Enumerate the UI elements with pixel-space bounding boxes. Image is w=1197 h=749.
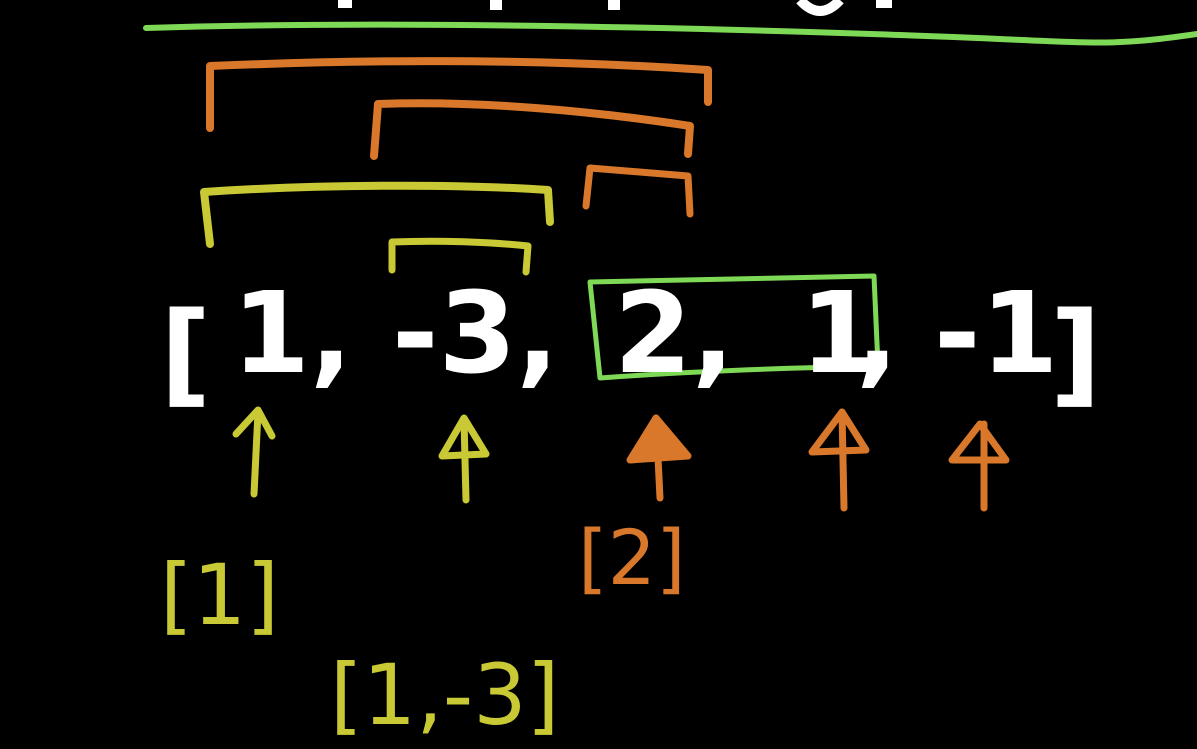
array-element-1: 1, xyxy=(232,269,352,399)
array-open-bracket: [ xyxy=(160,289,211,419)
arrow-up-icon xyxy=(232,406,276,498)
orange-bracket-1-3 xyxy=(206,57,712,132)
array-element-3: 2, xyxy=(614,269,734,399)
arrow-up-icon xyxy=(948,420,1010,512)
array-element-4: 1 xyxy=(800,269,878,399)
yellow-bracket-1-2 xyxy=(200,181,554,248)
array-element-4-comma: , xyxy=(856,269,899,399)
arrow-up-icon xyxy=(626,414,692,502)
arrow-up-icon xyxy=(808,408,870,512)
top-artifact-2 xyxy=(490,0,502,10)
array-row: [ 1, -3, 2, 1 , -1 ] xyxy=(160,269,1101,419)
subarray-annotation-1: [1] xyxy=(160,546,279,644)
orange-bracket-2-3 xyxy=(370,99,694,160)
array-element-5: -1 xyxy=(934,269,1058,399)
subarray-annotation-3: [2] xyxy=(578,513,686,602)
green-highlight-box xyxy=(587,273,881,381)
array-element-2: -3, xyxy=(392,269,559,399)
top-artifact-4 xyxy=(796,0,844,16)
top-artifact-3 xyxy=(608,0,620,10)
yellow-bracket-2 xyxy=(388,237,532,276)
green-underline xyxy=(143,21,1197,46)
top-artifact-5 xyxy=(876,0,892,8)
orange-bracket-3 xyxy=(582,164,694,218)
array-close-bracket: ] xyxy=(1050,289,1101,419)
top-artifact-1 xyxy=(338,0,352,8)
arrow-up-icon xyxy=(438,414,490,504)
subarray-annotation-2: [1,-3] xyxy=(330,646,559,744)
